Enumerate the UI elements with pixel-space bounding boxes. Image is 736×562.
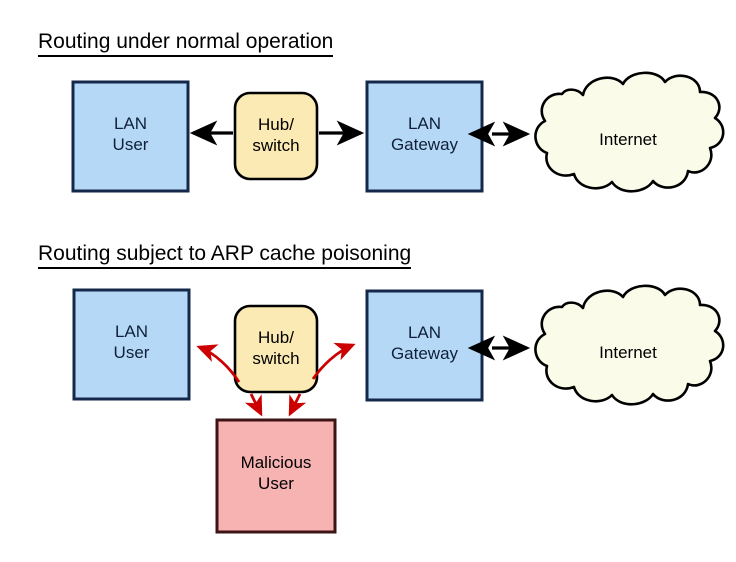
malicious-user-box[interactable] (215, 418, 337, 534)
section-title-normal: Routing under normal operation (38, 30, 334, 58)
section-title-poisoned: Routing subject to ARP cache poisoning (38, 242, 412, 270)
lan-user-box-normal[interactable] (71, 80, 190, 193)
internet-cloud-shape-normal[interactable] (534, 71, 725, 193)
hub-to-user-attack-arrow (196, 344, 241, 383)
hub-switch-box-poisoned[interactable] (233, 304, 319, 394)
section-normal-shapes (71, 71, 725, 193)
section-poisoned-shapes (72, 284, 725, 534)
hub-to-gateway-attack-arrow (311, 342, 356, 380)
lan-user-box-poisoned[interactable] (72, 288, 191, 401)
lan-gateway-box-normal[interactable] (365, 80, 484, 193)
hub-switch-box-normal[interactable] (233, 91, 319, 181)
hub-to-malicious-right-arrow (288, 393, 307, 417)
internet-cloud-shape-poisoned[interactable] (534, 284, 725, 406)
hub-to-malicious-left-arrow (244, 393, 263, 417)
lan-gateway-box-poisoned[interactable] (365, 289, 484, 402)
